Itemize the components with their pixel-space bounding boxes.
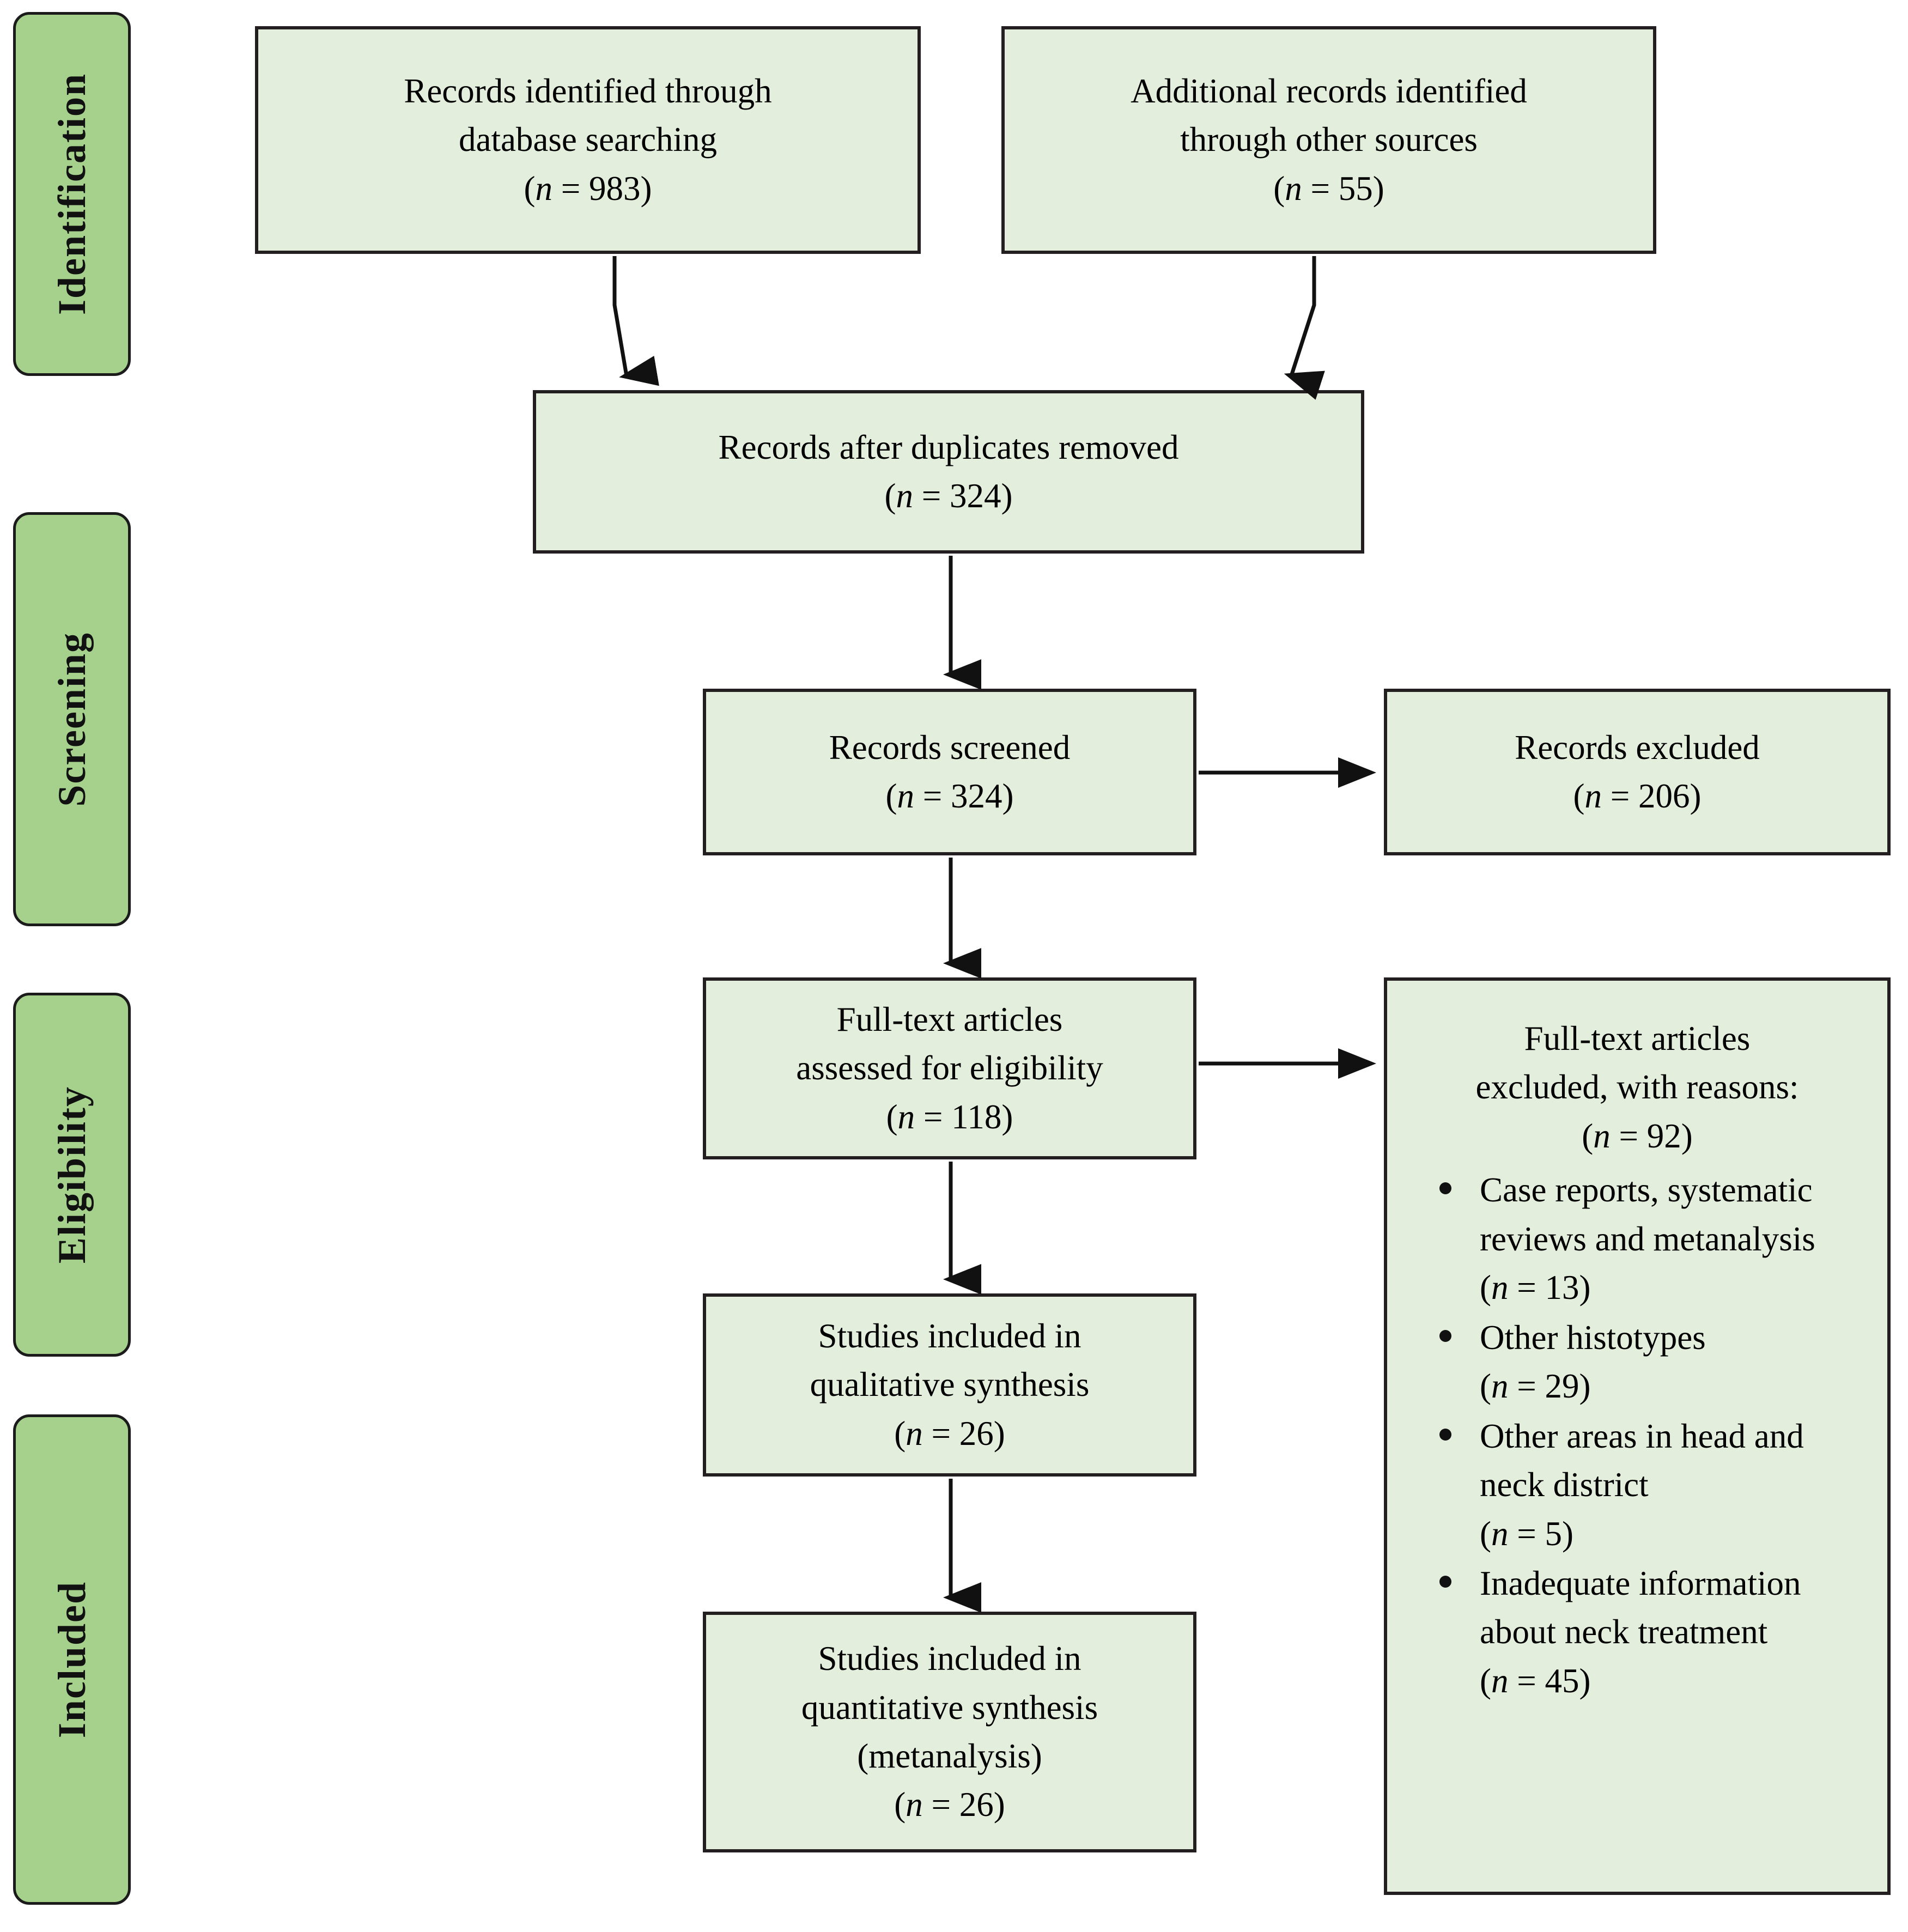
reason-count: (n = 5) (1480, 1514, 1573, 1553)
reason-text: Inadequate information about neck treatm… (1480, 1564, 1801, 1651)
box-line: Studies included in (818, 1316, 1081, 1355)
stage-pill-included: Included (13, 1414, 131, 1905)
box-count: (n = 983) (524, 169, 652, 208)
reason-count: (n = 29) (1480, 1367, 1591, 1406)
exclusion-reason-item: Inadequate information about neck treatm… (1430, 1559, 1868, 1705)
box-line: Full-text articles (1524, 1019, 1751, 1058)
stage-pill-screening: Screening (13, 512, 131, 926)
reason-text: Other histotypes (1480, 1318, 1706, 1357)
box-line: Additional records identified (1131, 71, 1527, 110)
box-count: (n = 206) (1573, 777, 1702, 815)
exclusion-reason-list: Case reports, systematic reviews and met… (1387, 1166, 1887, 1706)
box-line: quantitative synthesis (801, 1688, 1098, 1727)
stage-label-eligibility: Eligibility (50, 1085, 94, 1264)
box-records-screened: Records screened (n = 324) (703, 689, 1196, 855)
bullet-icon (1439, 1329, 1451, 1342)
box-line: Records identified through (404, 71, 772, 110)
box-line: (metanalysis) (857, 1737, 1042, 1775)
box-qualitative-synthesis: Studies included in qualitative synthesi… (703, 1293, 1196, 1477)
arrow-other-to-duplicates (1284, 256, 1325, 400)
box-line: Full-text articles (836, 1000, 1063, 1038)
stage-pill-identification: Identification (13, 12, 131, 376)
reason-text: Case reports, systematic reviews and met… (1480, 1171, 1815, 1258)
reason-count: (n = 45) (1480, 1661, 1591, 1700)
box-count: (n = 92) (1582, 1116, 1693, 1155)
box-records-identified-other: Additional records identified through ot… (1001, 26, 1656, 254)
reason-text: Other areas in head and neck district (1480, 1417, 1804, 1504)
box-line: excluded, with reasons: (1475, 1068, 1799, 1107)
stage-pill-eligibility: Eligibility (13, 993, 131, 1357)
box-count: (n = 55) (1273, 169, 1384, 208)
exclusion-reason-item: Other areas in head and neck district (n… (1430, 1412, 1868, 1558)
box-line: through other sources (1180, 120, 1478, 159)
reasons-header: Full-text articles excluded, with reason… (1387, 1014, 1887, 1161)
reason-count: (n = 13) (1480, 1268, 1591, 1307)
box-line: assessed for eligibility (796, 1049, 1103, 1087)
box-fulltext-assessed: Full-text articles assessed for eligibil… (703, 977, 1196, 1159)
bullet-icon (1439, 1428, 1451, 1441)
bullet-icon (1439, 1575, 1451, 1588)
box-count: (n = 324) (885, 777, 1014, 815)
bullet-icon (1439, 1182, 1451, 1195)
box-records-after-duplicates: Records after duplicates removed (n = 32… (533, 390, 1364, 554)
box-line: Records screened (829, 728, 1071, 767)
box-line: qualitative synthesis (810, 1365, 1090, 1404)
box-count: (n = 324) (884, 477, 1013, 515)
stage-label-included: Included (50, 1581, 94, 1739)
box-records-excluded: Records excluded (n = 206) (1384, 689, 1891, 855)
exclusion-reason-item: Other histotypes (n = 29) (1430, 1314, 1868, 1411)
box-count: (n = 118) (886, 1097, 1013, 1136)
stage-label-screening: Screening (50, 631, 94, 807)
box-count: (n = 26) (894, 1785, 1005, 1824)
box-line: Studies included in (818, 1639, 1081, 1678)
box-count: (n = 26) (894, 1414, 1005, 1453)
box-fulltext-excluded-reasons: Full-text articles excluded, with reason… (1384, 977, 1891, 1895)
box-line: Records after duplicates removed (718, 428, 1179, 466)
box-records-identified-database: Records identified through database sear… (255, 26, 921, 254)
box-line: Records excluded (1515, 728, 1760, 767)
exclusion-reason-item: Case reports, systematic reviews and met… (1430, 1166, 1868, 1312)
box-quantitative-synthesis: Studies included in quantitative synthes… (703, 1612, 1196, 1852)
box-line: database searching (458, 120, 717, 159)
arrow-db-to-duplicates (612, 256, 659, 386)
stage-label-identification: Identification (50, 72, 94, 315)
